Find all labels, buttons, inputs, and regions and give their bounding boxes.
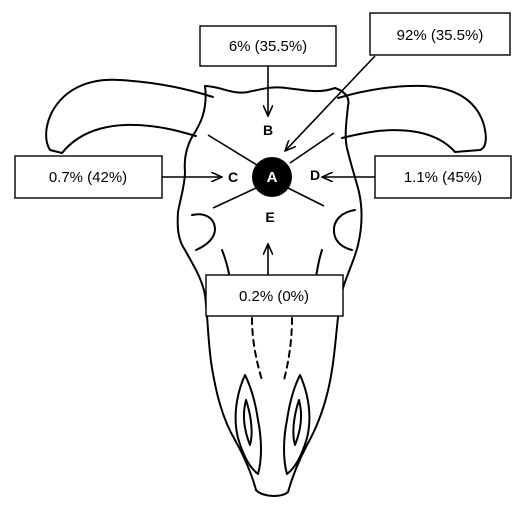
callout-left: 0.7% (42%) (15, 156, 162, 198)
muzzle-bottom (256, 490, 288, 496)
callout-bottom-text: 0.2% (0%) (239, 288, 309, 305)
arrow-to-a (285, 56, 375, 151)
left-horn (46, 80, 213, 153)
right-nostril (284, 375, 309, 474)
point-a-label: A (267, 169, 278, 186)
cranium-top (205, 86, 348, 106)
callout-right: 1.1% (45%) (375, 156, 511, 198)
callout-top-right: 92% (35.5%) (370, 13, 510, 55)
callout-left-text: 0.7% (42%) (49, 169, 127, 186)
right-cheek-notch (334, 210, 355, 250)
callout-top-text: 6% (35.5%) (229, 38, 307, 55)
point-b-label: B (263, 122, 273, 138)
callout-right-text: 1.1% (45%) (404, 169, 482, 186)
left-nostril (236, 375, 261, 474)
right-nostril-inner (293, 400, 301, 445)
callout-bottom: 0.2% (0%) (206, 275, 343, 316)
point-c-label: C (228, 169, 238, 185)
right-horn (338, 86, 486, 152)
callout-top: 6% (35.5%) (200, 26, 336, 66)
left-nostril-inner (244, 400, 252, 445)
right-nasal-line (284, 318, 292, 380)
left-cheek-notch (192, 214, 215, 250)
point-e-label: E (265, 209, 274, 225)
callout-top-right-text: 92% (35.5%) (397, 27, 484, 44)
left-nasal-line (252, 318, 262, 380)
point-d-label: D (310, 167, 320, 183)
